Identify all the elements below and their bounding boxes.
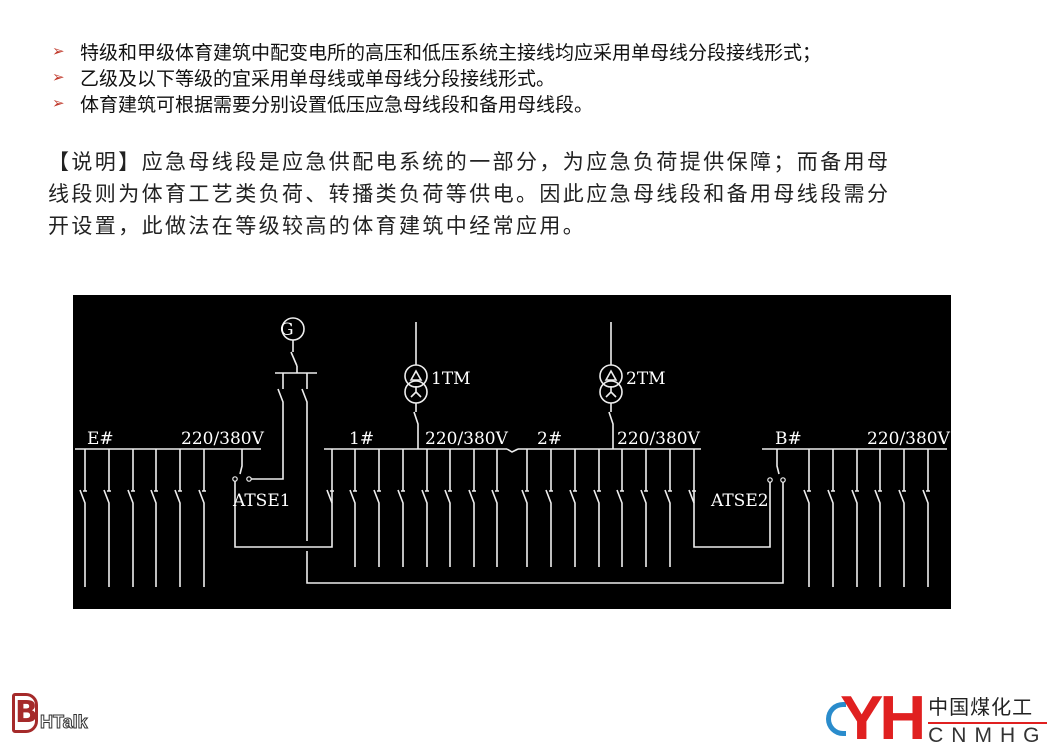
bus-voltage-e: 220/380V — [181, 429, 265, 449]
feeder-circuit — [640, 449, 648, 567]
feeder-circuit — [545, 449, 553, 567]
atse-label-2: ATSE2 — [710, 491, 769, 511]
logo-en-text: CNMHG — [928, 723, 1047, 747]
feeder-circuit — [349, 449, 357, 567]
tm1-windings — [409, 369, 423, 398]
feeder-circuit — [922, 449, 930, 587]
atse-label-1: ATSE1 — [232, 491, 291, 511]
atse-contacts — [232, 476, 786, 483]
feeder-circuit — [616, 449, 624, 567]
bus-label-2: 2# — [537, 429, 562, 449]
gen-feeder-1 — [249, 373, 284, 480]
atse1-switch — [239, 449, 243, 475]
feeder-circuit — [593, 449, 601, 567]
bus-label-e: E# — [87, 429, 114, 449]
wires — [75, 317, 947, 584]
note-paragraph: 【说明】应急母线段是应急供配电系统的一部分，为应急负荷提供保障；而备用母 线段则… — [48, 146, 1013, 242]
bus-label-1: 1# — [349, 429, 374, 449]
feeder-circuit — [898, 449, 906, 587]
feeder-circuit — [664, 449, 672, 567]
bullet-item: ➢ 特级和甲级体育建筑中配变电所的高压和低压系统主接线均应采用单母线分段接线形式； — [52, 38, 821, 64]
transformer-label-2: 2TM — [626, 369, 666, 389]
atse1-loop — [234, 449, 333, 548]
bullet-text: 乙级及以下等级的宜采用单母线或单母线分段接线形式。 — [80, 67, 556, 90]
feeder-circuit — [103, 449, 111, 587]
feeder-circuit — [79, 449, 87, 587]
generator-breaker — [290, 340, 298, 373]
bullet-item: ➢ 乙级及以下等级的宜采用单母线或单母线分段接线形式。 — [52, 64, 821, 90]
bullet-list: ➢ 特级和甲级体育建筑中配变电所的高压和低压系统主接线均应采用单母线分段接线形式；… — [52, 38, 821, 116]
bus-label-b: B# — [775, 429, 802, 449]
feeder-circuit — [150, 449, 158, 587]
feeder-circuit — [198, 449, 206, 587]
transformer-label-1: 1TM — [431, 369, 471, 389]
logo-mark: B — [12, 693, 38, 733]
feeder-circuit — [397, 449, 405, 567]
logo-text: HTalk — [40, 712, 89, 733]
feeder-circuit — [127, 449, 135, 587]
bullet-item: ➢ 体育建筑可根据需要分别设置低压应急母线段和备用母线段。 — [52, 90, 821, 116]
tm1-secondary — [404, 380, 428, 404]
feeder-circuit — [851, 449, 859, 587]
bullet-text: 特级和甲级体育建筑中配变电所的高压和低压系统主接线均应采用单母线分段接线形式； — [80, 41, 822, 64]
arrow-right-icon: ➢ — [52, 68, 65, 86]
feeder-switch — [326, 489, 334, 504]
feeder-circuit — [803, 449, 811, 587]
feeders — [79, 449, 930, 587]
logo-circle-icon — [826, 702, 846, 736]
note-line: 开设置，此做法在等级较高的体育建筑中经常应用。 — [48, 214, 587, 238]
tm2-line — [608, 322, 614, 449]
generator-label: G — [280, 320, 294, 340]
logo-cn-text: 中国煤化工 — [928, 691, 1047, 724]
bullet-text: 体育建筑可根据需要分别设置低压应急母线段和备用母线段。 — [80, 93, 594, 116]
feeder-circuit — [569, 449, 577, 567]
arrow-right-icon: ➢ — [52, 42, 65, 60]
feeder-circuit — [444, 449, 452, 567]
gen-feeder-2 — [301, 373, 784, 584]
feeder-circuit — [874, 449, 882, 587]
bus-voltage-b: 220/380V — [867, 429, 951, 449]
feeder-switch — [688, 489, 696, 504]
bus-voltage-2: 220/380V — [617, 429, 701, 449]
feeder-circuit — [373, 449, 381, 567]
note-line: 线段则为体育工艺类负荷、转播类负荷等供电。因此应急母线段和备用母线段需分 — [48, 182, 891, 206]
bus-tie-switch — [506, 448, 519, 453]
feeder-circuit — [827, 449, 835, 587]
bhtalk-logo: B HTalk — [12, 693, 88, 733]
atse2-switch — [776, 449, 780, 475]
note-line: 【说明】应急母线段是应急供配电系统的一部分，为应急负荷提供保障；而备用母 — [48, 150, 891, 174]
tm2-secondary — [599, 380, 623, 404]
tm2-windings — [604, 369, 618, 398]
cnmhg-logo: YH 中国煤化工 CNMHG — [826, 688, 1047, 750]
bus-voltage-1: 220/380V — [425, 429, 509, 449]
feeder-circuit — [421, 449, 429, 567]
tm1-line — [413, 322, 419, 449]
atse2-loop — [693, 449, 771, 548]
feeder-circuit — [468, 449, 476, 567]
feeder-circuit — [174, 449, 182, 587]
arrow-right-icon: ➢ — [52, 94, 65, 112]
feeder-circuit — [521, 449, 529, 567]
logo-mark: YH — [840, 684, 926, 753]
feeder-circuit — [491, 449, 499, 567]
